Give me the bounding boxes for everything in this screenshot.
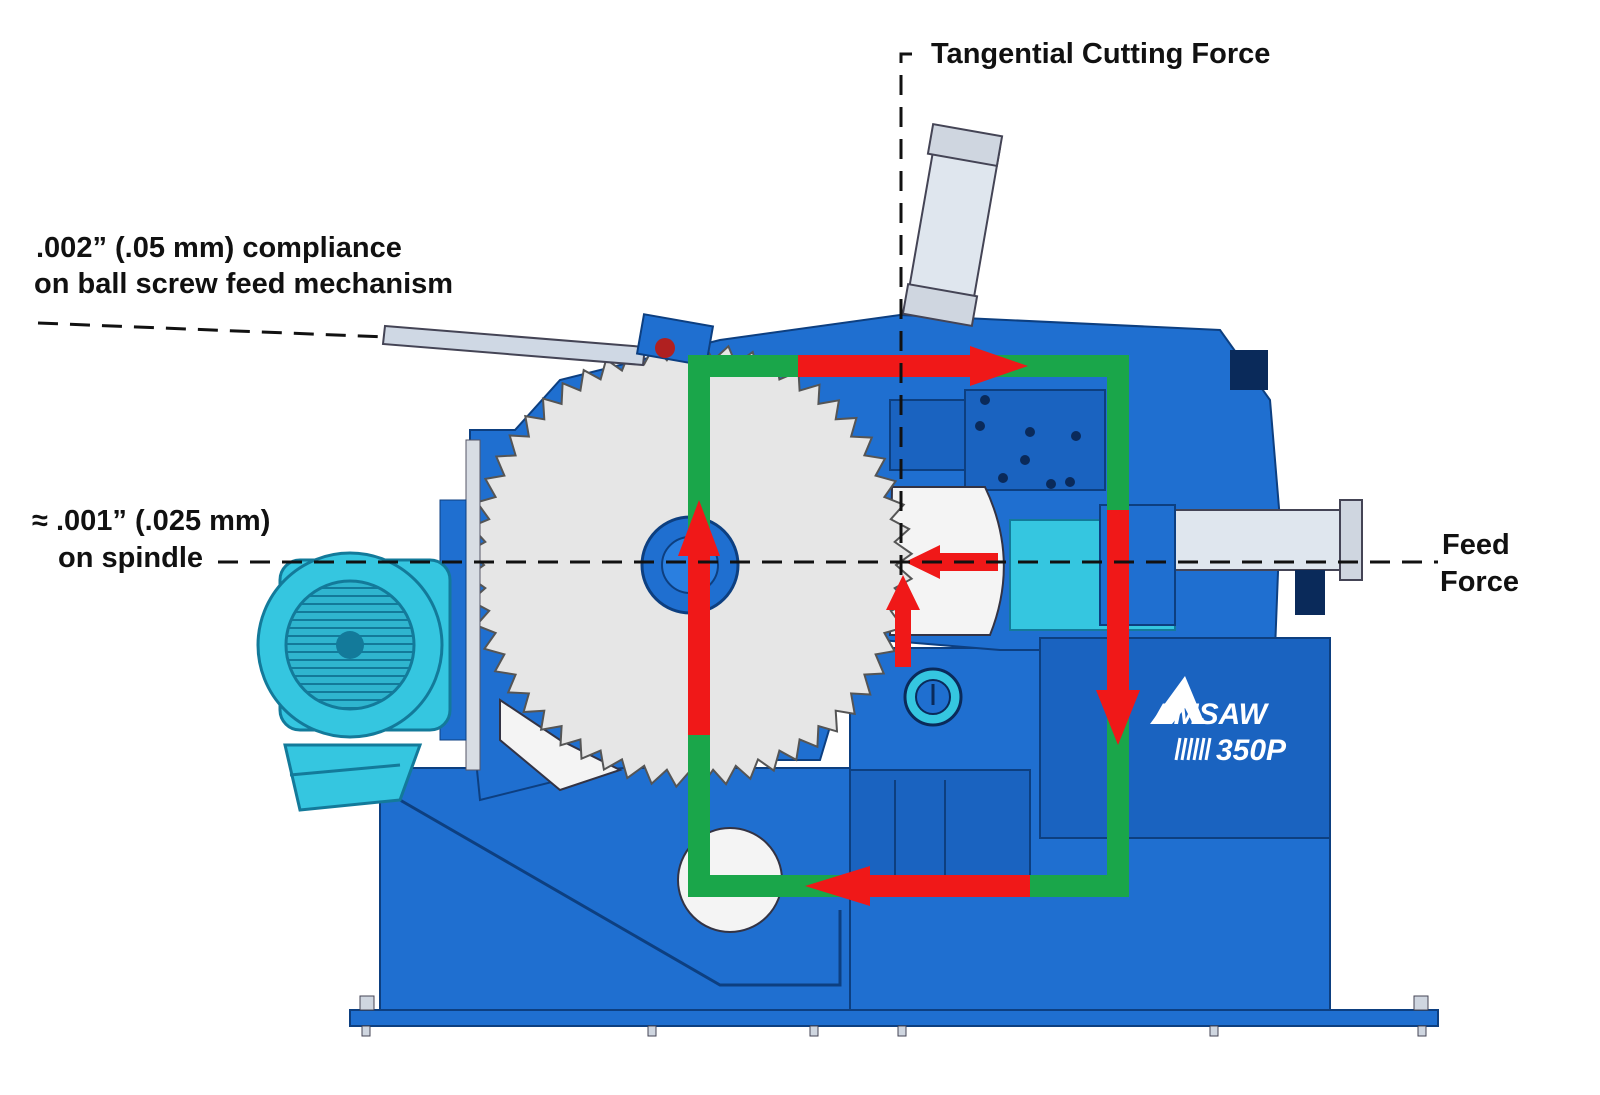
feed-housing: [889, 350, 1268, 491]
ballscrew-label-line2: on ball screw feed mechanism: [34, 268, 454, 300]
brand-logo-text: AMSAW: [1151, 698, 1270, 731]
feed-force-label-line2: Force: [1440, 566, 1519, 598]
arrow-left: [678, 500, 720, 735]
ballscrew-label-line1: .002” (.05 mm) compliance: [36, 232, 402, 264]
arrow-up: [886, 575, 920, 667]
arrow-right: [1096, 510, 1140, 745]
reference-lines: [37, 52, 1438, 575]
brand-model-text: 350P: [1216, 734, 1287, 767]
arrow-feed: [905, 545, 998, 579]
ballscrew-line: [37, 321, 387, 339]
arrow-bottom: [805, 866, 1030, 906]
spindle-label-line1: ≈ .001” (.025 mm): [32, 505, 271, 537]
pneumatic-cylinder-icon: [901, 122, 1004, 328]
feed-force-label-line1: Feed: [1442, 529, 1510, 561]
ball-screw-cylinder: [381, 313, 715, 367]
arrow-top: [798, 346, 1028, 386]
spindle-label-line2: on spindle: [58, 542, 203, 574]
amsaw-logo: AMSAW 350P: [1150, 676, 1287, 767]
blade-guard: [439, 439, 481, 771]
tangential-line: [899, 52, 918, 575]
force-arrows: [678, 346, 1140, 906]
tangential-force-label: Tangential Cutting Force: [931, 38, 1271, 70]
gauge-icon: [903, 667, 963, 727]
motor-fan-icon: [256, 551, 452, 812]
